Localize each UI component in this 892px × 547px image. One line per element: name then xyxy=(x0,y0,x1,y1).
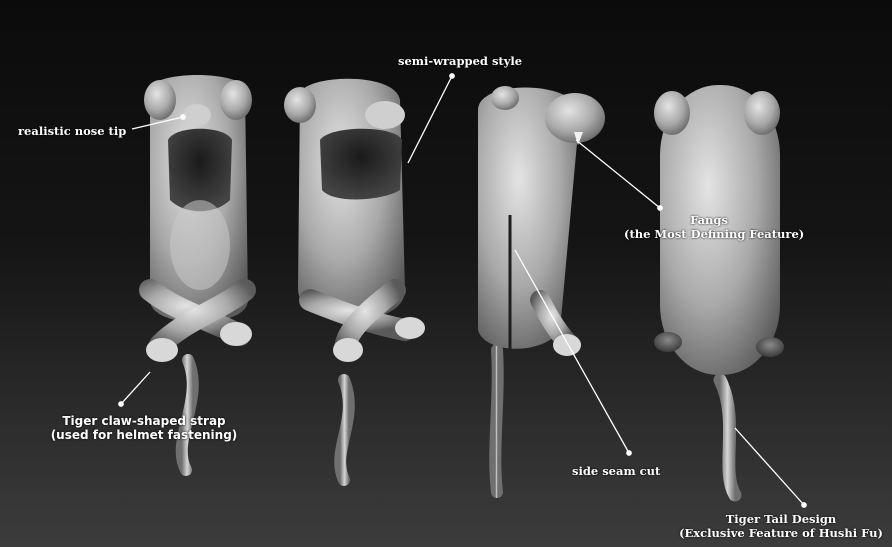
model-front-claw-right xyxy=(220,322,252,346)
model-front-mouth xyxy=(168,129,232,212)
leader-claw-strap-dot xyxy=(119,402,123,406)
leader-tail-dot xyxy=(802,503,806,507)
leader-tail xyxy=(735,428,804,505)
model-side-view xyxy=(478,86,605,492)
model-threequarter-mouth xyxy=(320,129,402,200)
label-fangs-title: Fangs xyxy=(624,213,794,227)
label-claw-strap-title: Tiger claw-shaped strap xyxy=(36,414,252,428)
model-three-quarter-view xyxy=(284,79,425,480)
leader-semi-wrapped-dot xyxy=(450,74,454,78)
label-tail-title: Tiger Tail Design xyxy=(674,512,888,526)
label-fangs-subtitle: (the Most Defining Feature) xyxy=(624,227,794,241)
label-realistic-nose-tip: realistic nose tip xyxy=(18,124,126,138)
model-back-ear-left xyxy=(654,91,690,135)
model-back-ear-right xyxy=(744,91,780,135)
model-front-view xyxy=(144,75,252,470)
label-tail-subtitle: (Exclusive Feature of Hushi Fu) xyxy=(674,526,888,540)
label-tiger-claw-strap: Tiger claw-shaped strap (used for helmet… xyxy=(36,414,252,442)
model-back-view xyxy=(654,85,784,495)
leader-side-seam-dot xyxy=(627,451,631,455)
label-side-seam-cut: side seam cut xyxy=(572,464,660,478)
model-back-claw-right xyxy=(756,337,784,357)
label-semi-wrapped-style: semi-wrapped style xyxy=(398,54,522,68)
model-threequarter-snout xyxy=(365,101,405,129)
model-side-tail xyxy=(495,350,497,492)
model-front-claw-left xyxy=(146,338,178,362)
label-fangs: Fangs (the Most Defining Feature) xyxy=(624,213,794,241)
model-threequarter-tail xyxy=(340,380,349,480)
leader-semi-wrapped xyxy=(408,76,452,163)
model-front-nose xyxy=(183,104,211,126)
label-claw-strap-subtitle: (used for helmet fastening) xyxy=(36,428,252,442)
leader-claw-strap xyxy=(121,372,150,404)
model-side-claw xyxy=(553,334,581,356)
label-tiger-tail-design: Tiger Tail Design (Exclusive Feature of … xyxy=(674,512,888,540)
model-front-ear-left xyxy=(144,80,176,120)
leader-fangs-dot xyxy=(658,206,662,210)
model-back-tail xyxy=(720,380,735,495)
leader-nose-tip-dot xyxy=(181,115,185,119)
model-threequarter-claw-right xyxy=(395,317,425,339)
model-back-claw-left xyxy=(654,332,682,352)
leader-side-seam xyxy=(515,250,629,453)
leader-fangs xyxy=(576,140,660,208)
model-threequarter-ear xyxy=(284,87,316,123)
model-side-head xyxy=(545,93,605,143)
model-threequarter-claw-left xyxy=(333,338,363,362)
model-side-ear xyxy=(491,86,519,110)
model-front-ear-right xyxy=(220,80,252,120)
model-front-belly xyxy=(170,200,230,290)
